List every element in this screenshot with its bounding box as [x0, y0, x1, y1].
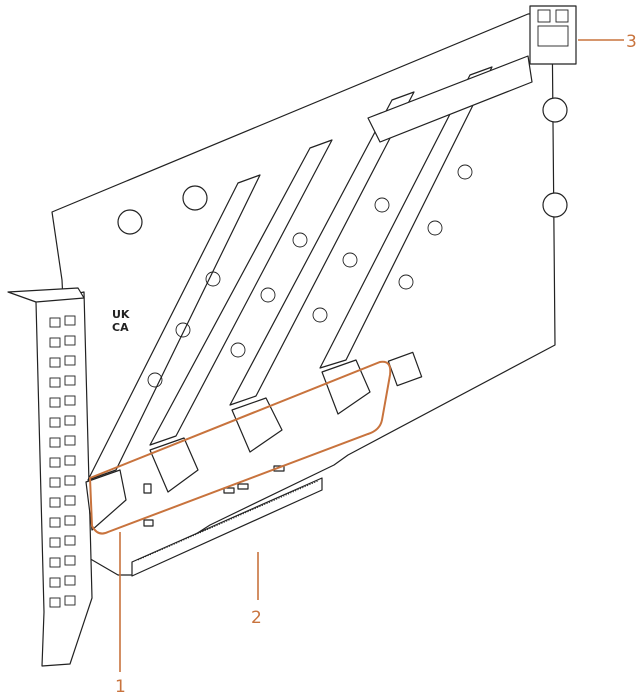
callout-1-highlight [88, 360, 392, 535]
callout-2-number: 2 [251, 608, 262, 628]
m2-slot-connectors [85, 359, 371, 531]
callout-3-number: 3 [626, 32, 637, 52]
io-bracket [7, 287, 93, 667]
controller-chip [387, 351, 423, 387]
callout-1-number: 1 [115, 677, 126, 697]
m2-heatsink-2 [149, 139, 333, 446]
board-marking-line1: UK [112, 308, 130, 321]
m2-heatsink-1 [87, 174, 261, 481]
power-connector [529, 5, 577, 65]
m2-heatsink-3 [229, 91, 415, 406]
board-marking-line2: CA [112, 321, 129, 334]
pcie-edge-connector [131, 477, 323, 577]
bracket-vent-grid [49, 315, 76, 608]
capacitors [117, 97, 568, 235]
m2-heatsink-4 [319, 55, 533, 369]
